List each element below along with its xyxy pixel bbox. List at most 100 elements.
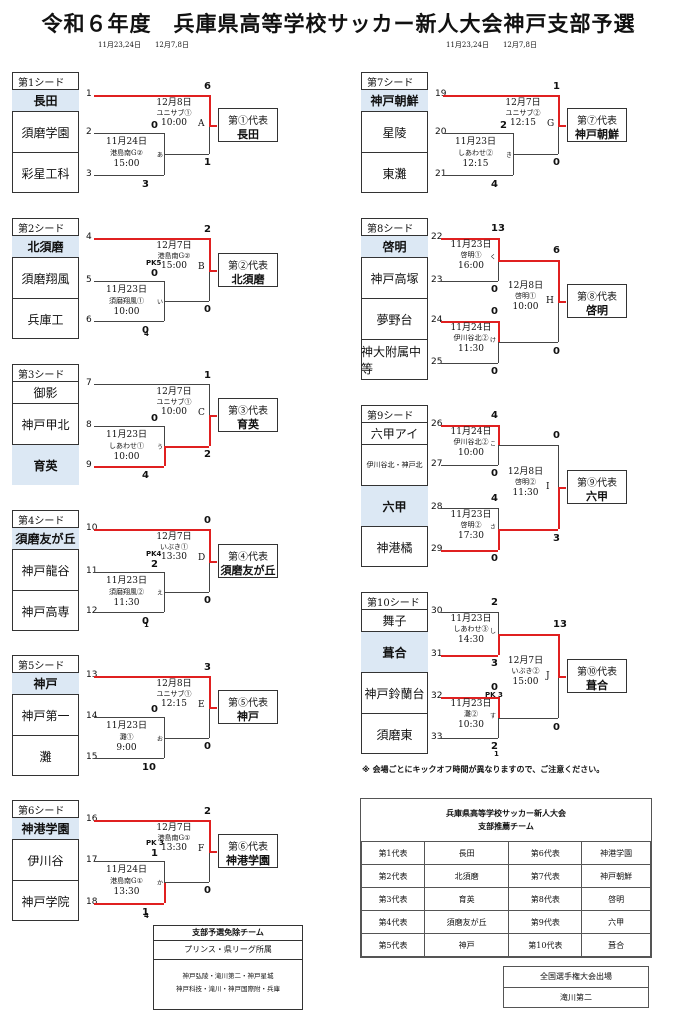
bracket-line (441, 738, 498, 739)
team-name[interactable]: 神戸高塚 (361, 257, 428, 298)
match-venue: しあわせ③ (453, 625, 489, 633)
team-name[interactable]: 北須磨 (12, 235, 79, 257)
bracket-line (209, 851, 217, 853)
bracket-line (513, 154, 514, 175)
team-name[interactable]: 彩星工科 (12, 152, 79, 193)
bracket-line (498, 634, 500, 655)
representative-team: 六甲 (586, 490, 608, 503)
team-name[interactable]: 神港橘 (361, 526, 428, 567)
score: 4 (491, 179, 498, 190)
bracket-line (498, 529, 500, 550)
team-name[interactable]: 葺合 (361, 631, 428, 672)
bracket-line (164, 882, 166, 903)
bracket-line (209, 529, 211, 561)
team-name[interactable]: 神戸学院 (12, 880, 79, 921)
team-box (361, 72, 428, 193)
score: 3 (553, 533, 560, 544)
summary-cell: 第6代表 (508, 841, 583, 865)
score: 1 (142, 907, 149, 918)
summary-cell: 神港学園 (581, 841, 651, 865)
seed-number: 4 (86, 232, 92, 242)
seed-number: 11 (86, 566, 98, 576)
bracket-line (498, 445, 499, 465)
match-time: 12:15 (161, 699, 187, 709)
national-team: 滝川第二 (560, 993, 592, 1002)
national-title: 全国選手権大会出場 (504, 967, 648, 988)
match-code: え (157, 590, 164, 597)
bracket-line (558, 676, 566, 678)
score: 0 (204, 515, 211, 526)
team-name[interactable]: 六甲アイ (361, 422, 428, 444)
match-date: 12月7日 (156, 823, 192, 833)
seed-number: 17 (86, 855, 98, 865)
team-name[interactable]: 神戸 (12, 672, 79, 694)
team-name[interactable]: 夢野台 (361, 298, 428, 339)
match-venue: 港島南G② (157, 252, 191, 260)
bracket-line (498, 342, 499, 363)
pk-score: 1 (144, 621, 149, 629)
summary-title-2: 支部推薦チーム (478, 822, 534, 831)
seed-label: 第6シード (18, 806, 65, 817)
team-name[interactable]: 伊川谷北・神戸北 (361, 444, 428, 485)
pk-score: 1 (494, 750, 499, 758)
seed-number: 15 (86, 752, 98, 762)
team-name[interactable]: 長田 (12, 89, 79, 111)
bracket-line (498, 238, 500, 260)
score: 0 (204, 595, 211, 606)
team-name[interactable]: 神港学園 (12, 817, 79, 839)
team-name[interactable]: 伊川谷 (12, 839, 79, 880)
score: 0 (151, 120, 158, 131)
seed-number: 8 (86, 420, 92, 430)
team-name[interactable]: 須磨友が丘 (12, 527, 79, 549)
score: 0 (491, 468, 498, 479)
team-box (12, 655, 79, 776)
representative-team: 北須磨 (231, 273, 265, 286)
team-name[interactable]: 灘 (12, 735, 79, 776)
team-name[interactable]: 神大附属中等 (361, 339, 428, 380)
pk-score: PK5 (146, 259, 162, 267)
score: 2 (500, 120, 507, 131)
bracket-line (94, 238, 209, 240)
team-box (361, 218, 428, 380)
match-code: し (490, 628, 497, 635)
match-time: 13:30 (161, 552, 187, 562)
team-name[interactable]: 星陵 (361, 111, 428, 152)
bracket-line (441, 508, 498, 509)
bracket-line (209, 95, 211, 125)
team-name[interactable]: 育英 (12, 444, 79, 485)
bracket-line (441, 697, 498, 699)
score: 3 (491, 658, 498, 669)
team-name[interactable]: 神戸高専 (12, 590, 79, 631)
team-name[interactable]: 舞子 (361, 609, 428, 631)
representative-label: 第⑤代表 (228, 698, 268, 709)
bracket-line (164, 301, 165, 321)
team-name[interactable]: 須磨翔風 (12, 257, 79, 298)
match-venue: ユニサブ① (156, 398, 192, 406)
team-name[interactable]: 須磨東 (361, 713, 428, 754)
seed-label: 第3シード (18, 370, 65, 381)
team-box (12, 72, 79, 193)
bracket-line (94, 861, 164, 862)
match-code: D (198, 553, 206, 563)
bracket-line (164, 738, 209, 739)
seed-number: 1 (86, 89, 92, 99)
match-date: 12月7日 (507, 656, 544, 666)
bracket-line (498, 425, 500, 445)
score: 2 (151, 559, 158, 570)
representative-label: 第①代表 (228, 116, 268, 127)
team-name[interactable]: 啓明 (361, 235, 428, 257)
team-name[interactable]: 六甲 (361, 485, 428, 526)
team-name[interactable]: 御影 (12, 381, 79, 403)
page-title: 令和６年度 兵庫県高等学校サッカー新人大会神戸支部予選 (41, 12, 636, 36)
team-name[interactable]: 神戸甲北 (12, 403, 79, 444)
team-name[interactable]: 兵庫工 (12, 298, 79, 339)
team-name[interactable]: 神戸鈴蘭台 (361, 672, 428, 713)
team-name[interactable]: 須磨学園 (12, 111, 79, 152)
team-name[interactable]: 神戸第一 (12, 694, 79, 735)
team-name[interactable]: 神戸朝鮮 (361, 89, 428, 111)
team-name[interactable]: 神戸龍谷 (12, 549, 79, 590)
exempt-line1: 神戸弘陵・滝川第二・神戸星城 (182, 972, 274, 980)
bracket-line (441, 612, 498, 613)
match-time: 13:30 (161, 843, 187, 853)
team-name[interactable]: 東灘 (361, 152, 428, 193)
